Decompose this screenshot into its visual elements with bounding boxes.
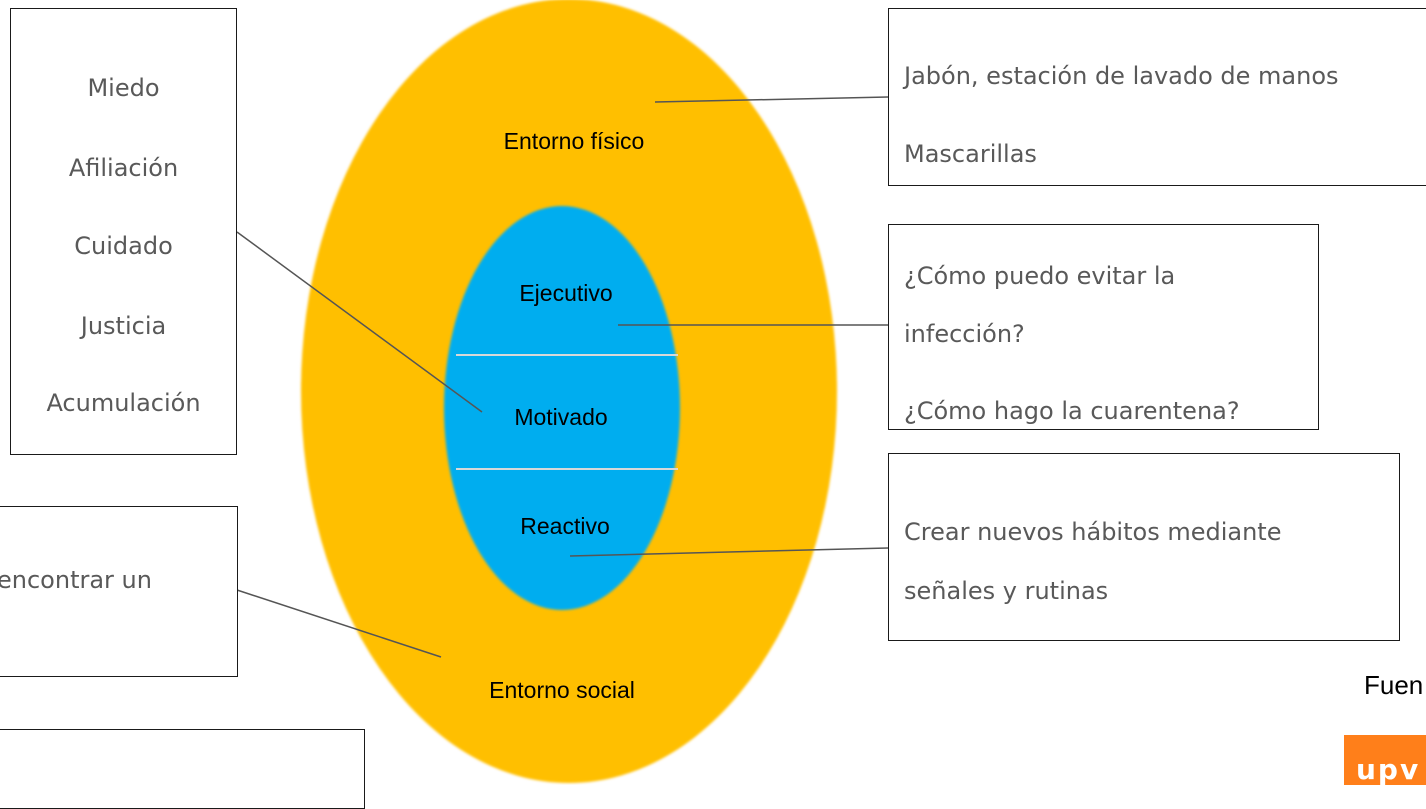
physical-box: Jabón, estación de lavado de manos Masca…	[888, 8, 1426, 186]
connector-motives	[236, 231, 483, 413]
motives-box: Miedo Afiliación Cuidado Justicia Acumul…	[10, 8, 237, 455]
label-reactivo: Reactivo	[520, 513, 610, 539]
executive-box: ¿Cómo puedo evitar la infección? ¿Cómo h…	[888, 224, 1319, 430]
bottom-box	[0, 729, 365, 809]
reactive-item: señales y rutinas	[904, 577, 1109, 605]
inner-ellipse	[444, 206, 680, 610]
executive-item: ¿Cómo puedo evitar la	[904, 262, 1176, 290]
label-entorno-fisico: Entorno físico	[503, 128, 645, 154]
label-entorno-social: Entorno social	[489, 677, 635, 703]
label-motivado: Motivado	[514, 404, 608, 430]
motive-item: Miedo	[87, 74, 160, 102]
executive-item: ¿Cómo hago la cuarentena?	[904, 397, 1240, 425]
source-label: Fuen	[1364, 670, 1424, 700]
motive-item: Cuidado	[74, 232, 173, 260]
physical-item: Mascarillas	[904, 140, 1037, 168]
social-item: encontrar un	[0, 566, 152, 594]
motive-item: Justicia	[80, 312, 167, 340]
motive-item: Afiliación	[68, 154, 179, 182]
connector-physical	[654, 96, 889, 103]
motive-item: Acumulación	[46, 389, 201, 417]
upv-logo-text: upv	[1356, 753, 1421, 785]
upv-logo: upv	[1344, 735, 1426, 785]
reactive-item: Crear nuevos hábitos mediante	[904, 518, 1282, 546]
physical-item: Jabón, estación de lavado de manos	[904, 62, 1339, 90]
social-box: encontrar un	[0, 506, 238, 677]
connector-reactive	[569, 547, 889, 557]
reactive-box: Crear nuevos hábitos mediante señales y …	[888, 453, 1400, 641]
executive-item: infección?	[904, 320, 1025, 348]
connector-social	[236, 589, 442, 658]
diagram-canvas	[236, 0, 889, 783]
label-ejecutivo: Ejecutivo	[519, 280, 613, 306]
